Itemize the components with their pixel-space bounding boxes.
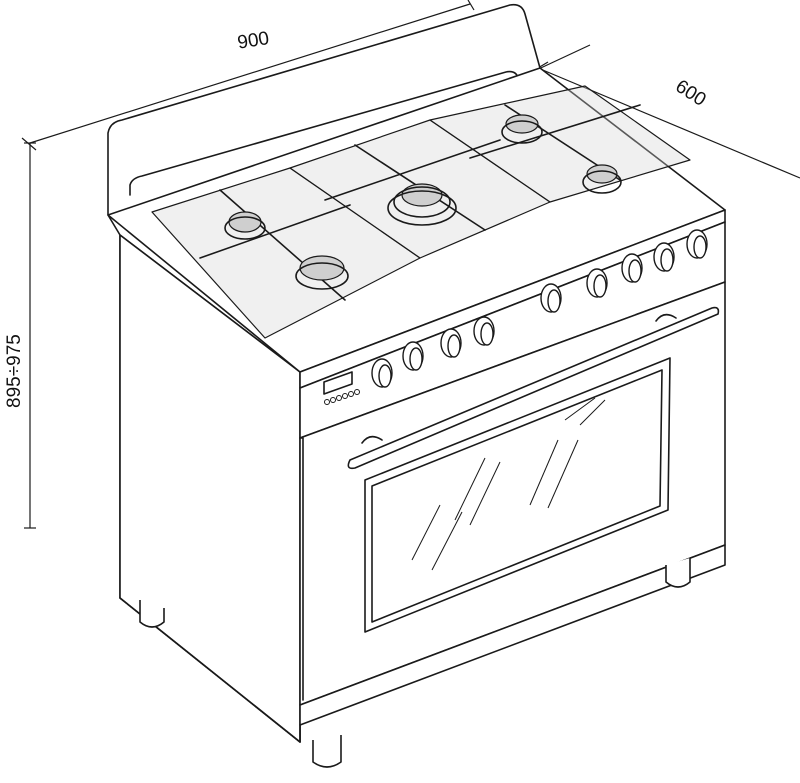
width-dimension-line	[21, 0, 475, 151]
height-dimension-line	[24, 142, 36, 529]
knob-8	[653, 242, 675, 272]
timer-display	[323, 371, 360, 405]
knob-6	[586, 268, 608, 298]
burner-rear-right	[501, 114, 543, 144]
knob-9	[686, 229, 708, 259]
burner-front-left	[295, 255, 349, 290]
knob-4	[473, 316, 495, 346]
burners	[224, 114, 622, 290]
knob-5	[540, 283, 562, 313]
burner-rear-left	[224, 211, 266, 240]
knob-1	[371, 358, 393, 388]
knob-2	[402, 341, 424, 371]
height-dimension-label: 895÷975	[4, 334, 25, 408]
knob-7	[621, 253, 643, 283]
burner-center-wok	[387, 183, 457, 226]
feet	[139, 558, 691, 768]
control-knobs	[371, 229, 708, 388]
oven-door-handle	[347, 306, 720, 470]
oven-window	[364, 357, 671, 633]
knob-3	[440, 328, 462, 358]
plinth	[119, 544, 726, 743]
burner-front-right	[582, 164, 622, 194]
